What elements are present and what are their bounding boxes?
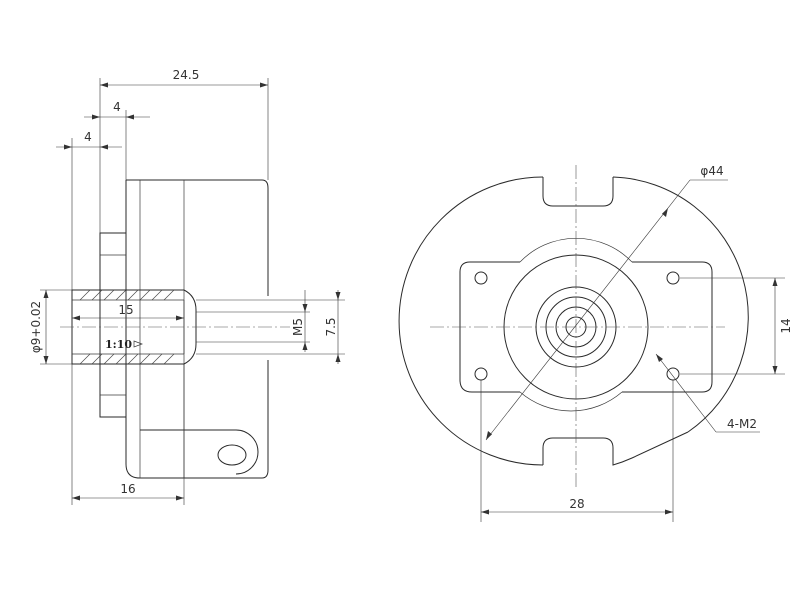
top-notch bbox=[542, 177, 614, 207]
front-outer-profile bbox=[398, 176, 749, 466]
dim-hole-pitch-horizontal bbox=[480, 380, 674, 522]
dim-overall-length-text: 24.5 bbox=[173, 68, 200, 82]
dim-body-length-text: 16 bbox=[120, 482, 135, 496]
dim-thread-step bbox=[196, 290, 345, 364]
hub-hatching bbox=[79, 289, 175, 365]
front-view: φ44 4-M2 14 28 bbox=[398, 164, 793, 522]
dim-hole-pitch-vertical bbox=[680, 277, 785, 375]
dim-bore-depth-text: 15 bbox=[118, 303, 133, 317]
dim-bore-diameter bbox=[40, 289, 72, 365]
dim-outer-diameter bbox=[485, 179, 728, 441]
side-body-outline bbox=[125, 179, 269, 479]
dim-hole-pitch-vertical-text: 14 bbox=[779, 318, 793, 333]
dim-bore-diameter-text: φ9+0.02 bbox=[29, 301, 43, 353]
dim-flange-thickness bbox=[84, 110, 150, 180]
dim-shaft-offset-text: 4 bbox=[84, 130, 92, 144]
side-mounting-ear bbox=[140, 429, 259, 475]
ear-hole bbox=[217, 444, 247, 466]
dim-thread-text: M5 bbox=[291, 318, 305, 336]
flange-plate bbox=[99, 232, 127, 418]
side-view: 24.5 4 4 15 16 φ9+0.02 M5 7.5 1:10 bbox=[29, 68, 345, 505]
mount-hole-top-right bbox=[666, 271, 680, 285]
dim-body-length bbox=[71, 364, 185, 505]
dim-hole-callout bbox=[655, 353, 760, 433]
dim-shaft-offset bbox=[56, 138, 122, 290]
dim-outer-diameter-text: φ44 bbox=[700, 164, 723, 178]
mount-hole-top-left bbox=[474, 271, 488, 285]
dim-flange-thickness-text: 4 bbox=[113, 100, 121, 114]
dim-hole-callout-text: 4-M2 bbox=[727, 417, 757, 431]
taper-note-text: 1:10 bbox=[105, 338, 132, 351]
taper-symbol bbox=[133, 340, 143, 348]
hub-section bbox=[71, 289, 197, 365]
dim-hole-pitch-horizontal-text: 28 bbox=[569, 497, 584, 511]
dim-overall-length bbox=[99, 78, 269, 233]
mount-hole-bottom-right bbox=[666, 367, 680, 381]
dim-bore-depth bbox=[72, 315, 184, 321]
dim-step-diameter-text: 7.5 bbox=[324, 317, 338, 336]
mount-hole-bottom-left bbox=[474, 367, 488, 381]
bottom-notch bbox=[542, 431, 689, 466]
